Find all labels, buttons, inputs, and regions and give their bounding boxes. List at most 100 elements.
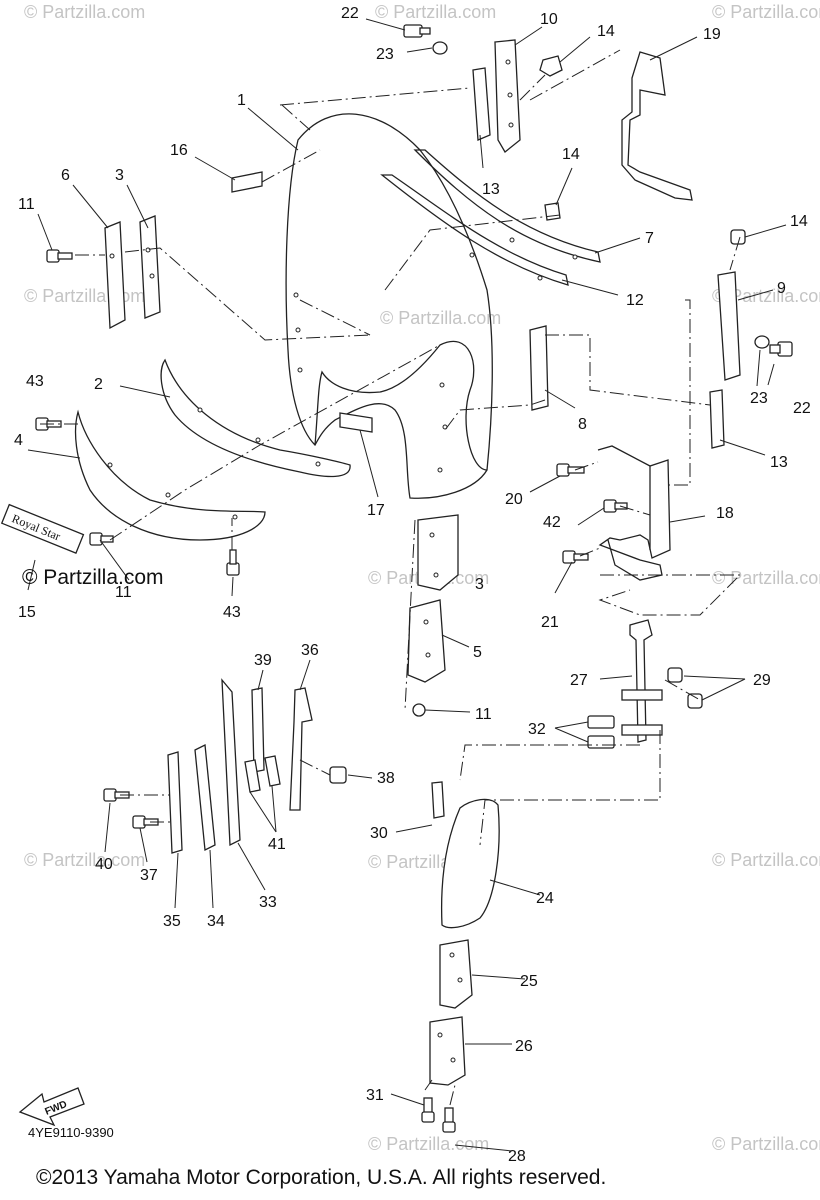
watermark: © Partzilla.com: [712, 850, 820, 870]
callout-23: 23: [750, 390, 768, 407]
bolt-22: [403, 24, 431, 38]
plate-32: [587, 715, 615, 749]
watermark: © Partzilla.com: [375, 2, 496, 22]
bolt-43: [226, 549, 240, 576]
bolt-21: [562, 550, 589, 564]
nut-29: [667, 667, 703, 709]
callout-14: 14: [562, 146, 580, 163]
callout-6: 6: [61, 167, 70, 184]
callout-11: 11: [115, 584, 132, 601]
plate-34: [194, 743, 216, 852]
watermark: © Partzilla.com: [380, 308, 501, 328]
callout-17: 17: [367, 502, 385, 519]
callout-13: 13: [770, 454, 788, 471]
hole: [197, 407, 203, 413]
callout-31: 31: [366, 1087, 384, 1104]
washer-23: [754, 335, 770, 349]
callout-5: 5: [473, 644, 482, 661]
hole: [315, 461, 321, 467]
callout-28: 28: [508, 1148, 526, 1165]
callout-36: 36: [301, 642, 319, 659]
brand-label: © Partzilla.com: [22, 566, 164, 589]
watermark: © Partzilla.com: [712, 286, 820, 306]
royal-star-badge: Royal Star: [0, 503, 85, 554]
hole: [572, 254, 578, 260]
callout-32: 32: [528, 721, 546, 738]
callout-15: 15: [18, 604, 36, 621]
panel-17: [339, 412, 373, 433]
hole: [537, 275, 543, 281]
washer-23: [432, 41, 448, 55]
plate-35: [167, 751, 183, 854]
callout-25: 25: [520, 973, 538, 990]
fwd-arrow-icon: FWD: [18, 1087, 85, 1127]
callout-43: 43: [26, 373, 44, 390]
nut-14: [544, 202, 561, 221]
callout-21: 21: [541, 614, 559, 631]
hole: [469, 252, 475, 258]
callout-39: 39: [254, 652, 272, 669]
clip-41: [264, 755, 281, 787]
stay-9: [717, 271, 741, 381]
callout-13: 13: [482, 181, 500, 198]
callout-22: 22: [341, 5, 359, 22]
clip-41: [244, 759, 261, 793]
bolt-42: [603, 499, 628, 513]
callout-1: 1: [237, 92, 246, 109]
hole: [505, 59, 511, 65]
callout-20: 20: [505, 491, 523, 508]
hole: [295, 327, 301, 333]
bolt-31: [421, 1097, 435, 1123]
callout-35: 35: [163, 913, 181, 930]
callout-12: 12: [626, 292, 644, 309]
callout-7: 7: [645, 230, 654, 247]
watermark: © Partzilla.com: [712, 1134, 820, 1154]
callout-22: 22: [793, 400, 811, 417]
callout-30: 30: [370, 825, 388, 842]
panel-6: [104, 221, 126, 330]
callout-19: 19: [703, 26, 721, 43]
diagram-code: 4YE9110-9390: [28, 1125, 114, 1140]
sticker-16: [231, 171, 263, 193]
hole: [508, 122, 514, 128]
hole: [429, 532, 435, 538]
lower-panel-24: [441, 798, 500, 929]
panel-3-center: [417, 514, 459, 591]
panel-8: [529, 325, 549, 411]
panel-3-upper: [139, 215, 161, 319]
windshield-cutout: [314, 340, 488, 471]
watermark: © Partzilla.com: [24, 2, 145, 22]
hole: [507, 92, 513, 98]
hole: [255, 437, 261, 443]
callout-29: 29: [753, 672, 771, 689]
callout-26: 26: [515, 1038, 533, 1055]
callout-23: 23: [376, 46, 394, 63]
stay-10: [494, 39, 521, 153]
watermark: © Partzilla.com: [712, 2, 820, 22]
callout-4: 4: [14, 432, 23, 449]
callout-14: 14: [597, 23, 615, 40]
callout-34: 34: [207, 913, 225, 930]
hole: [232, 514, 238, 520]
callout-11: 11: [475, 706, 492, 723]
trim-strip-12: [380, 174, 569, 286]
callout-10: 10: [540, 11, 558, 28]
callout-3: 3: [475, 576, 484, 593]
bolt-28: [442, 1107, 456, 1133]
lower-deflector-4: [74, 409, 266, 541]
stay-13-upper: [472, 67, 491, 141]
hole: [437, 467, 443, 473]
bracket-19: [621, 51, 693, 201]
callout-8: 8: [578, 416, 587, 433]
windshield: [285, 113, 493, 499]
callout-24: 24: [536, 890, 554, 907]
hole: [145, 247, 151, 253]
hole: [449, 952, 455, 958]
leader-lines: [27, 18, 787, 1152]
bolt-22: [769, 341, 793, 357]
bracket-36: [289, 687, 313, 811]
callout-40: 40: [95, 856, 113, 873]
hole: [297, 367, 303, 373]
bracket-27-plate: [621, 689, 663, 701]
